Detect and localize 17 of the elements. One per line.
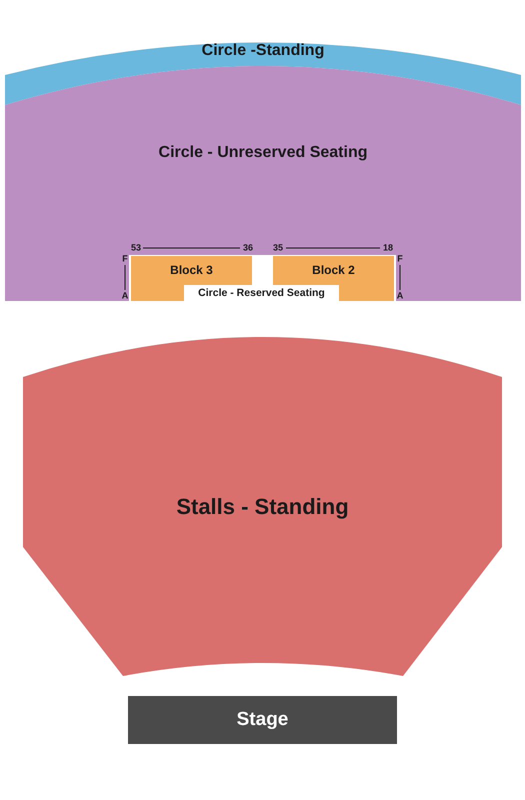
section-label: Stage	[236, 709, 288, 731]
row-letter: A	[396, 292, 404, 300]
row-letter: F	[122, 254, 128, 264]
section-label: Circle - Unreserved Seating	[158, 144, 368, 162]
section-label: Stalls - Standing	[176, 494, 349, 520]
section-label: Circle - Reserved Seating	[184, 285, 339, 301]
seat-number: 35	[273, 244, 283, 252]
row-letter: A	[122, 292, 128, 300]
seat-number: 18	[383, 244, 393, 252]
section-label: Block 2	[312, 263, 355, 277]
row-letter: F	[397, 254, 403, 264]
section-label: Block 3	[170, 263, 213, 277]
section-label: Circle -Standing	[202, 42, 324, 60]
seat-number: 36	[243, 244, 253, 252]
reserved-seating-area	[129, 255, 396, 301]
seat-number: 53	[131, 244, 141, 252]
stage	[128, 696, 397, 744]
